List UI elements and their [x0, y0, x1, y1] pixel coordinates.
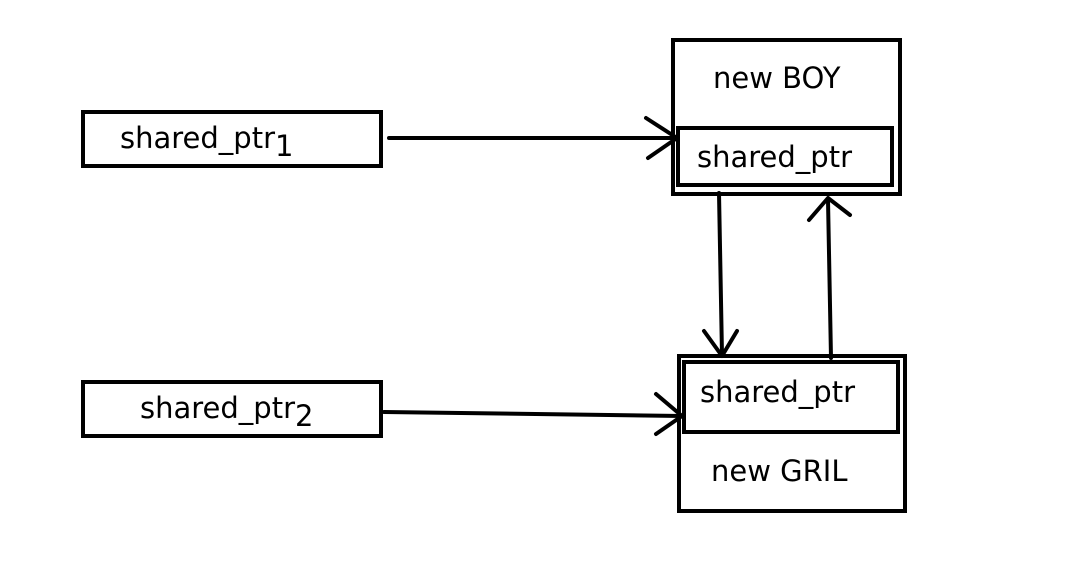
arrow-ptr1-to-boy — [387, 116, 679, 160]
girl-object: shared_ptr new GRIL — [677, 354, 907, 513]
girl-title: new GRIL — [711, 454, 848, 488]
boy-member-label: shared_ptr — [697, 140, 852, 174]
shared-ptr2-subscript: 2 — [295, 399, 313, 433]
arrow-boy-to-girl — [702, 191, 739, 358]
shared-ptr2-node: shared_ptr2 — [81, 380, 383, 438]
shared-ptr1-label: shared_ptr1 — [120, 121, 293, 163]
arrow-girl-to-boy — [807, 196, 852, 360]
boy-object: new BOY shared_ptr — [671, 38, 902, 196]
shared-ptr1-node: shared_ptr1 — [81, 110, 383, 168]
shared-ptr2-label: shared_ptr2 — [140, 391, 313, 433]
girl-member-label: shared_ptr — [700, 375, 855, 409]
shared-ptr1-subscript: 1 — [275, 129, 293, 163]
boy-member-ptr: shared_ptr — [676, 126, 894, 187]
boy-title: new BOY — [713, 61, 841, 95]
girl-member-ptr: shared_ptr — [682, 360, 900, 434]
arrow-ptr2-to-girl — [382, 392, 684, 436]
